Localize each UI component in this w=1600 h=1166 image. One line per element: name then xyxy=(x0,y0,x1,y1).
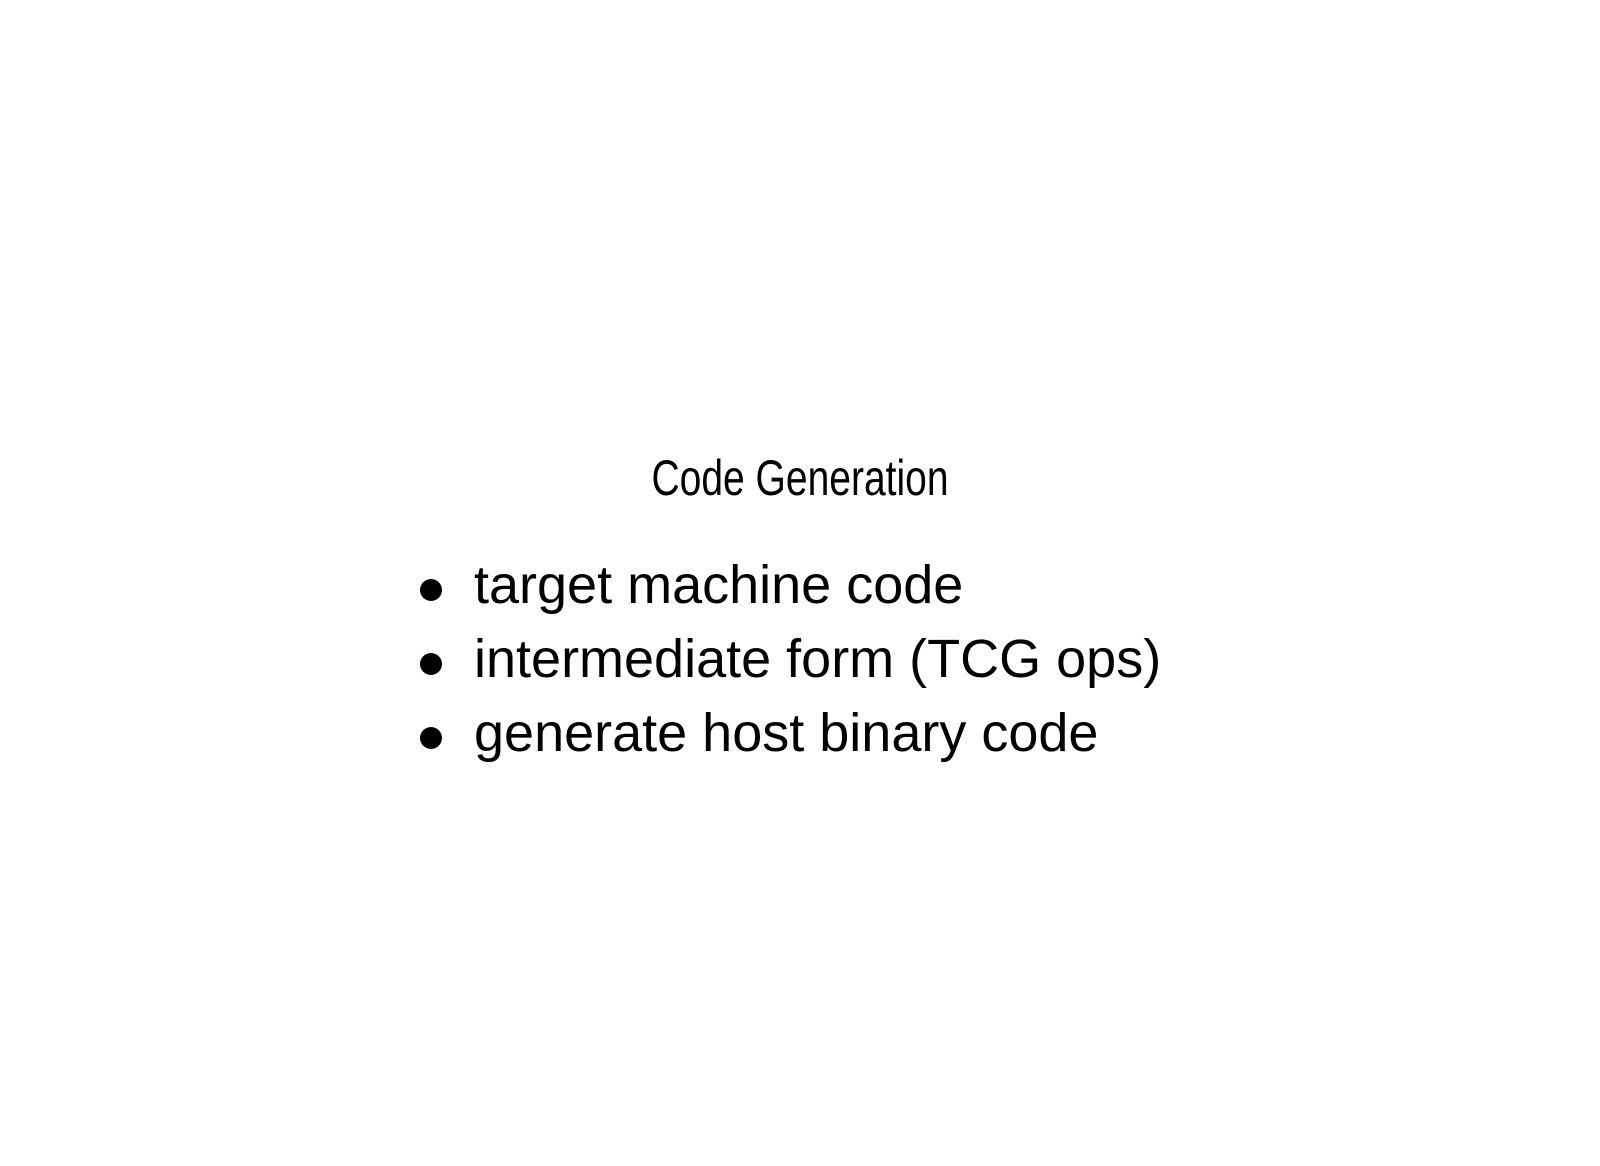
slide-title: Code Generation xyxy=(651,450,949,506)
list-item: generate host binary code xyxy=(420,696,1161,770)
list-item-text: generate host binary code xyxy=(474,703,1099,763)
bullet-icon xyxy=(420,653,442,675)
bullet-list: target machine code intermediate form (T… xyxy=(420,548,1161,770)
bullet-icon xyxy=(420,579,442,601)
list-item-text: intermediate form (TCG ops) xyxy=(474,629,1162,689)
list-item-text: target machine code xyxy=(474,555,964,615)
list-item: target machine code xyxy=(420,548,1161,622)
list-item: intermediate form (TCG ops) xyxy=(420,622,1161,696)
bullet-icon xyxy=(420,727,442,749)
